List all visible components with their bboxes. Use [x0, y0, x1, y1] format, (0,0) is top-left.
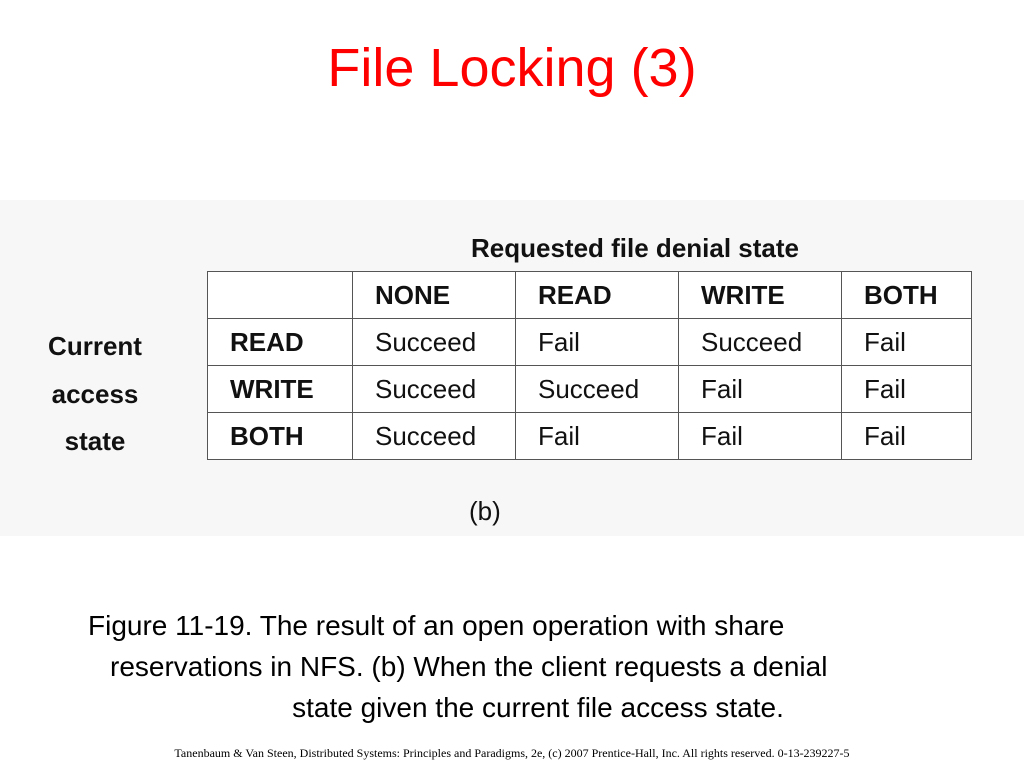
table-header-cell-both: BOTH [841, 271, 972, 319]
table-header-cell-empty [207, 271, 353, 319]
denial-state-table: NONE READ WRITE BOTH READ Succeed Fail S… [207, 271, 972, 460]
table-cell: Fail [678, 412, 842, 460]
caption-line-3: state given the current file access stat… [292, 692, 784, 723]
row-state-label: WRITE [207, 365, 353, 413]
figure-caption: Figure 11-19. The result of an open oper… [88, 605, 988, 728]
table-header-cell-none: NONE [352, 271, 516, 319]
table-header-row: NONE READ WRITE BOTH [207, 271, 972, 319]
table-row: WRITE Succeed Succeed Fail Fail [207, 365, 972, 413]
table-cell: Succeed [352, 318, 516, 366]
table-header-cell-read: READ [515, 271, 679, 319]
row-group-label-line-2: access [51, 379, 139, 409]
table-cell: Fail [841, 365, 972, 413]
table-cell: Fail [515, 412, 679, 460]
table-header-cell-write: WRITE [678, 271, 842, 319]
slide-title: File Locking (3) [327, 38, 697, 98]
table-cell: Succeed [352, 412, 516, 460]
caption-line-2: reservations in NFS. (b) When the client… [110, 651, 828, 682]
caption-line-1: Figure 11-19. The result of an open oper… [88, 610, 785, 641]
copyright-footer: Tanenbaum & Van Steen, Distributed Syste… [174, 746, 850, 760]
table-cell: Fail [678, 365, 842, 413]
table-column-group-header: Requested file denial state [471, 233, 799, 263]
table-cell: Succeed [515, 365, 679, 413]
row-state-label: READ [207, 318, 353, 366]
row-state-label: BOTH [207, 412, 353, 460]
figure-sublabel: (b) [469, 496, 501, 526]
table-cell: Succeed [678, 318, 842, 366]
row-group-label-line-3: state [64, 426, 126, 456]
table-row: READ Succeed Fail Succeed Fail [207, 318, 972, 366]
table-row: BOTH Succeed Fail Fail Fail [207, 412, 972, 460]
table-cell: Fail [515, 318, 679, 366]
table-cell: Fail [841, 412, 972, 460]
row-group-label-line-1: Current [48, 331, 142, 361]
table-cell: Fail [841, 318, 972, 366]
table-cell: Succeed [352, 365, 516, 413]
